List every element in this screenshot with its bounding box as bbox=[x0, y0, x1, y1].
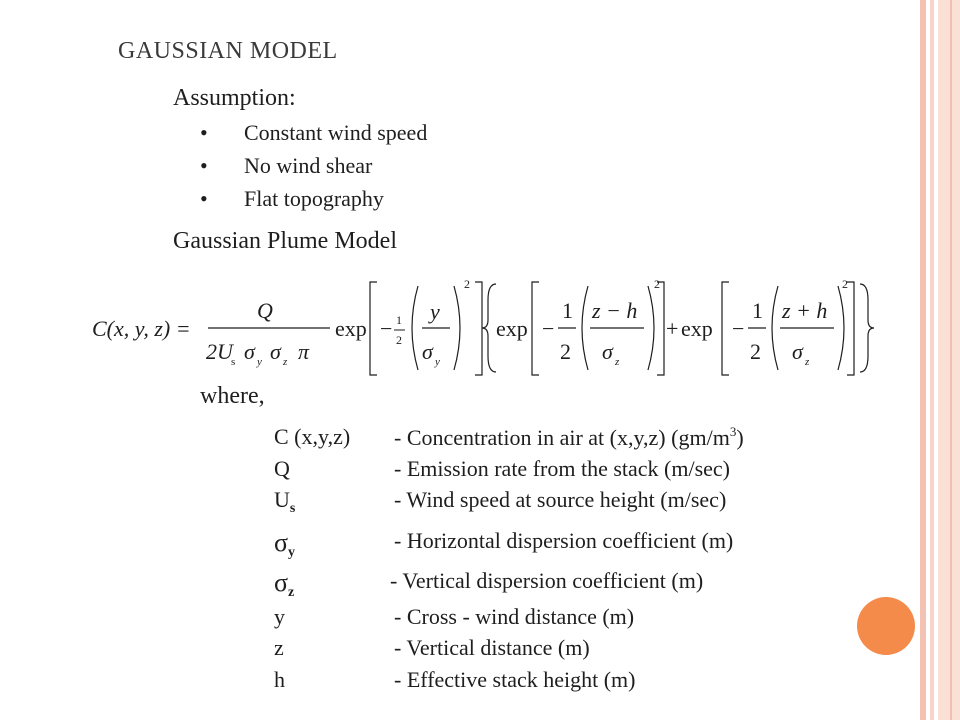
svg-text:z + h: z + h bbox=[781, 298, 827, 323]
paren-2-close bbox=[647, 285, 655, 371]
definition-symbol: σy bbox=[274, 528, 295, 561]
svg-text:1: 1 bbox=[752, 298, 763, 323]
svg-text:y: y bbox=[256, 356, 262, 368]
svg-text:z: z bbox=[614, 356, 620, 368]
assumption-text: Constant wind speed bbox=[244, 120, 428, 145]
bracket-2-close bbox=[657, 281, 665, 376]
bracket-1-open bbox=[369, 281, 377, 376]
bullet-icon: • bbox=[200, 120, 208, 145]
bracket-3-close bbox=[847, 281, 855, 376]
stripe bbox=[950, 0, 952, 720]
stripe bbox=[938, 0, 960, 720]
exp-2: exp bbox=[496, 316, 528, 341]
gaussian-equation: C(x, y, z) = Q 2U s σ y σ z π exp − 1 2 … bbox=[92, 277, 875, 376]
paren-3-close bbox=[837, 285, 845, 371]
definition-sup: 3 bbox=[729, 424, 737, 439]
list-item: • No wind shear bbox=[200, 153, 427, 186]
paren-2-open bbox=[581, 285, 589, 371]
svg-text:2: 2 bbox=[560, 339, 571, 364]
svg-text:z: z bbox=[804, 356, 810, 368]
definition-subscript: y bbox=[288, 545, 296, 560]
equation-numerator: Q bbox=[257, 298, 273, 323]
minus-1: − bbox=[380, 316, 392, 341]
bullet-icon: • bbox=[200, 153, 208, 178]
assumption-label: Assumption: bbox=[173, 85, 296, 111]
svg-text:2: 2 bbox=[396, 333, 402, 347]
assumption-text: No wind shear bbox=[244, 153, 373, 178]
svg-text:σ: σ bbox=[270, 339, 282, 364]
definition-symbol: y bbox=[274, 604, 285, 629]
minus-2: − bbox=[542, 316, 554, 341]
definition-subscript: s bbox=[289, 501, 296, 516]
paren-1-close bbox=[453, 285, 461, 371]
brace-close bbox=[859, 283, 875, 373]
minus-3: − bbox=[732, 316, 744, 341]
list-item: • Constant wind speed bbox=[200, 120, 427, 153]
brace-open bbox=[481, 283, 497, 373]
svg-text:z − h: z − h bbox=[591, 298, 637, 323]
definition-symbol: Q bbox=[274, 456, 290, 481]
definition-symbol: z bbox=[274, 635, 284, 660]
definition-desc: - Vertical dispersion coefficient (m) bbox=[390, 568, 704, 593]
definition-desc: - Effective stack height (m) bbox=[394, 667, 636, 692]
decorative-circle bbox=[857, 597, 915, 655]
definition-symbol: C (x,y,z) bbox=[274, 424, 351, 449]
definition-symbol: h bbox=[274, 667, 285, 692]
definition-symbol-main: σ bbox=[274, 528, 289, 557]
equation-denominator: 2U s σ y σ z π bbox=[206, 339, 310, 368]
svg-text:σ: σ bbox=[422, 339, 434, 364]
svg-text:2U: 2U bbox=[206, 339, 235, 364]
svg-text:2: 2 bbox=[464, 277, 470, 291]
definition-symbol-main: σ bbox=[274, 568, 289, 597]
svg-text:y: y bbox=[434, 356, 440, 368]
svg-text:σ: σ bbox=[792, 339, 804, 364]
definition-desc: - Horizontal dispersion coefficient (m) bbox=[394, 528, 734, 553]
definition-symbol: σz bbox=[274, 568, 294, 601]
svg-text:π: π bbox=[298, 339, 310, 364]
where-label: where, bbox=[200, 383, 265, 409]
stripe bbox=[920, 0, 926, 720]
svg-text:s: s bbox=[231, 356, 235, 368]
svg-text:σ: σ bbox=[244, 339, 256, 364]
assumption-text: Flat topography bbox=[244, 186, 384, 211]
list-item: • Flat topography bbox=[200, 186, 427, 219]
bullet-icon: • bbox=[200, 186, 208, 211]
definition-text: - Concentration in air at (x,y,z) (gm/m3… bbox=[394, 424, 744, 451]
svg-text:2: 2 bbox=[750, 339, 761, 364]
definition-desc-end: ) bbox=[736, 425, 744, 450]
svg-text:2: 2 bbox=[654, 277, 660, 291]
slide-title: GAUSSIAN MODEL bbox=[118, 38, 338, 64]
equation-lhs: C(x, y, z) = bbox=[92, 316, 191, 341]
bracket-2-open bbox=[531, 281, 539, 376]
definition-desc: - Emission rate from the stack (m/sec) bbox=[394, 456, 731, 481]
definition-subscript: z bbox=[288, 585, 295, 600]
model-heading: Gaussian Plume Model bbox=[173, 228, 397, 254]
svg-text:1: 1 bbox=[562, 298, 573, 323]
exp-1: exp bbox=[335, 316, 367, 341]
bracket-1-close bbox=[475, 281, 483, 376]
definition-desc: - Vertical distance (m) bbox=[394, 635, 590, 660]
definition-symbol-main: U bbox=[274, 487, 290, 512]
definition-symbol: Us bbox=[274, 487, 295, 517]
definition-desc: - Wind speed at source height (m/sec) bbox=[394, 487, 727, 512]
svg-text:σ: σ bbox=[602, 339, 614, 364]
definition-desc: - Cross - wind distance (m) bbox=[394, 604, 635, 629]
bracket-3-open bbox=[721, 281, 729, 376]
definition-desc: - Concentration in air at (x,y,z) (gm/m bbox=[394, 425, 730, 450]
svg-text:z: z bbox=[282, 356, 288, 368]
assumption-list: • Constant wind speed • No wind shear • Fla… bbox=[200, 120, 427, 219]
plus: + bbox=[666, 316, 678, 341]
paren-1-open bbox=[411, 285, 419, 371]
paren-3-open bbox=[771, 285, 779, 371]
right-border-stripes bbox=[920, 0, 960, 720]
exp-3: exp bbox=[681, 316, 713, 341]
svg-text:y: y bbox=[428, 299, 440, 324]
svg-text:2: 2 bbox=[842, 277, 848, 291]
stripe bbox=[930, 0, 934, 720]
svg-text:1: 1 bbox=[396, 313, 402, 327]
